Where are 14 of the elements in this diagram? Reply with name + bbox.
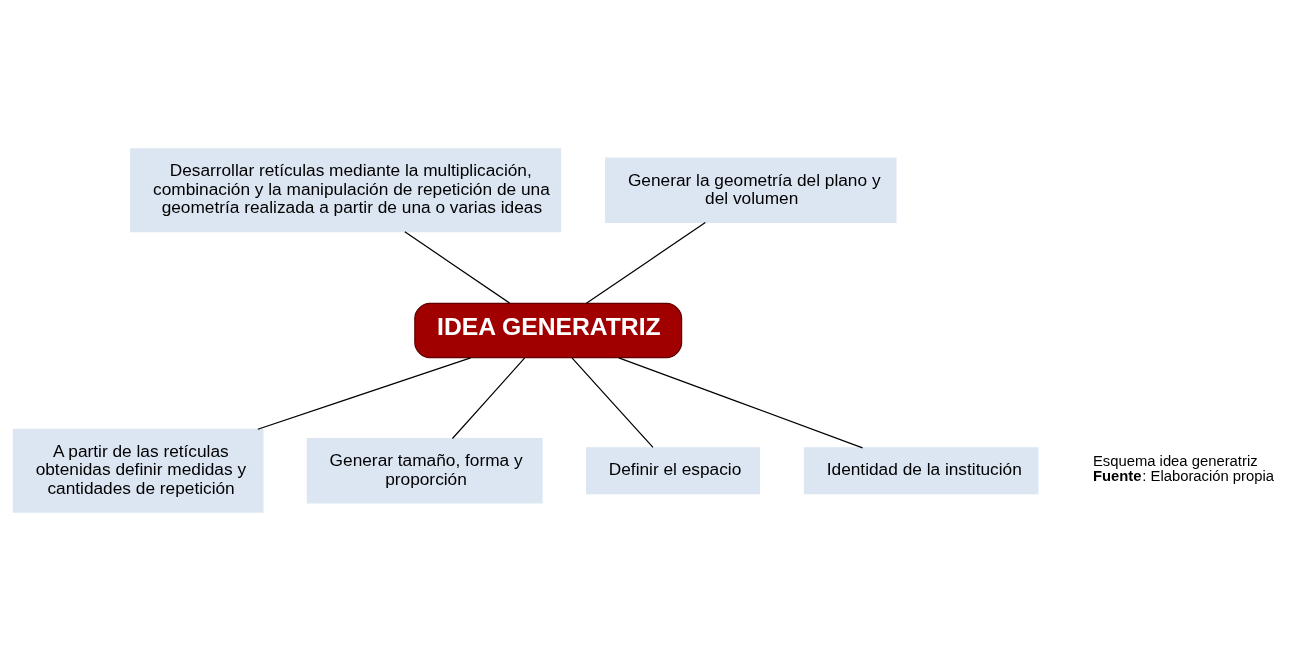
node-box: A partir de las retículas obtenidas definir medidas y cantidades de repetición [12,428,264,513]
connector [585,221,706,304]
node-box: Generar la geometría del plano y del volumen [605,157,897,223]
node-box: Definir el espacio [585,446,761,494]
connector [404,230,511,304]
connector [571,356,654,448]
connector [451,356,526,439]
label: Esquema idea generatriz [1092,452,1258,469]
node-box: Generar tamaño, forma y proporción [306,437,543,503]
node-box: Desarrollar retículas mediante la multiplicación, combinación y la manipulación de repetición de una geometría realizada a partir de una o varias ideas [130,147,562,232]
node-box: Identidad de la institución [803,446,1039,494]
node-box: IDEA GENERATRIZ [414,302,683,358]
connector [257,356,472,430]
connector [618,356,864,448]
